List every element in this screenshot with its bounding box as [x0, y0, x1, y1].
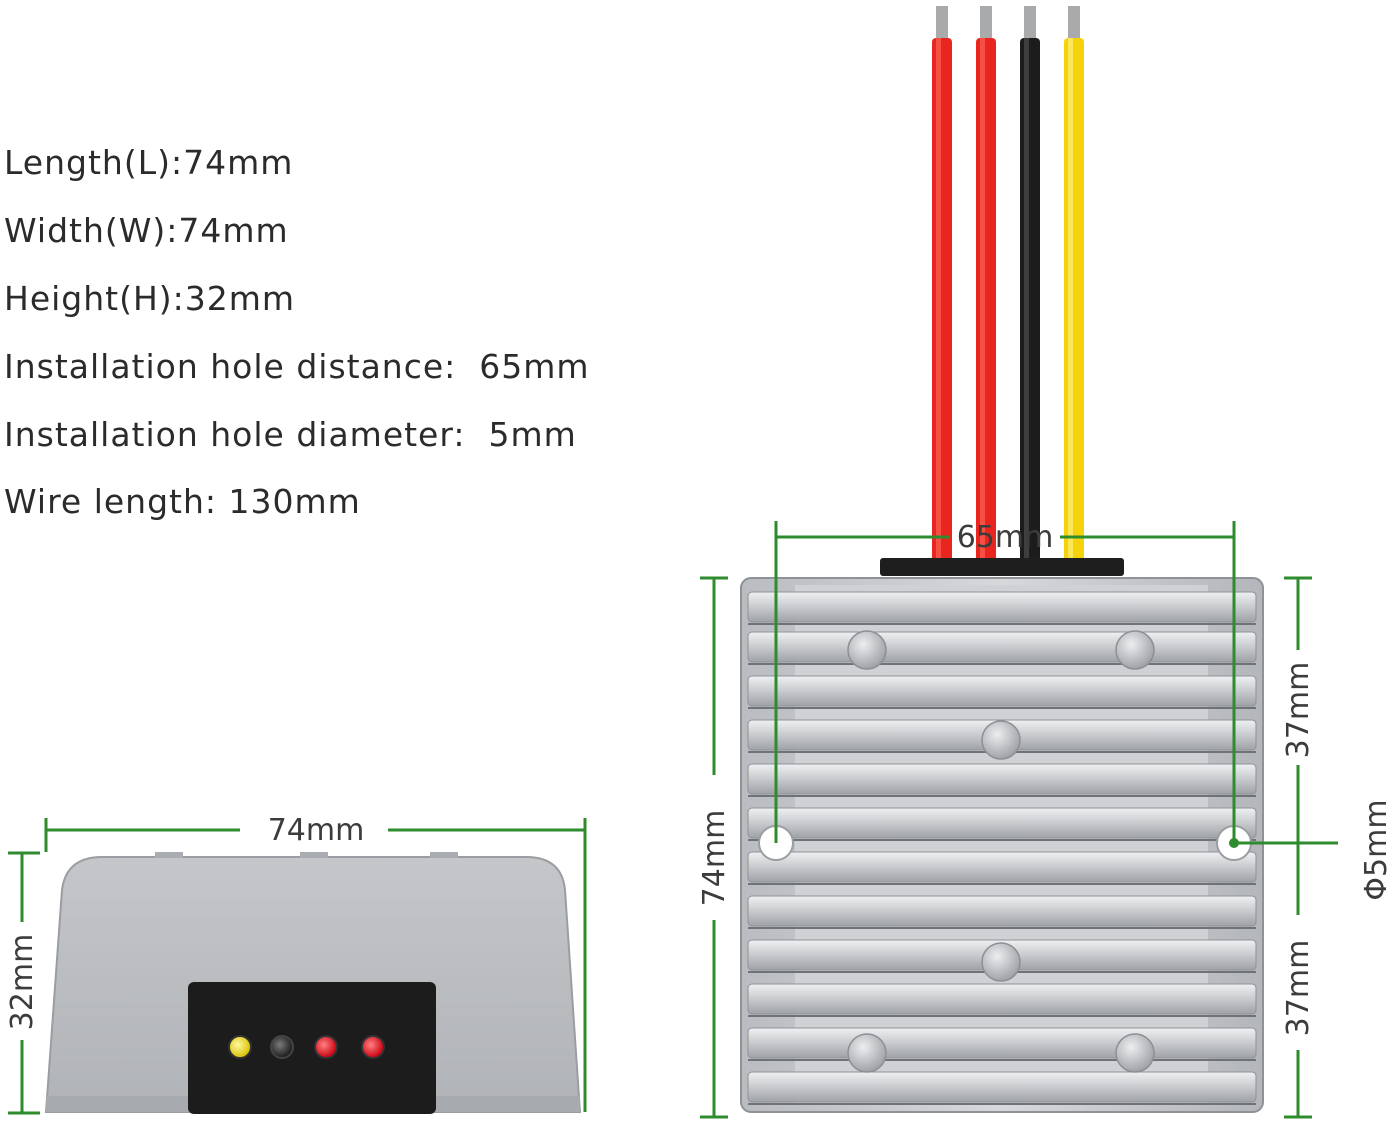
spec-wire-length: Wire length: 130mm — [4, 482, 361, 521]
spec-hole-diameter: Installation hole diameter: 5mm — [4, 415, 577, 454]
heatsink-fin — [747, 895, 1257, 927]
wire-end-red-2 — [361, 1035, 385, 1059]
heatsink-fin — [747, 807, 1257, 839]
spec-hole-distance: Installation hole distance: 65mm — [4, 347, 590, 386]
label-half-upper: 37mm — [1281, 662, 1316, 759]
screw — [981, 720, 1021, 760]
wire-end-yellow — [228, 1035, 252, 1059]
spec-width: Width(W):74mm — [4, 211, 289, 250]
label-side-width: 74mm — [268, 813, 365, 848]
wire-red-1 — [932, 6, 952, 563]
wire-end-black — [270, 1035, 294, 1059]
converter-side-view — [44, 852, 582, 1114]
wires — [932, 6, 1084, 563]
heatsink-fin — [747, 1071, 1257, 1103]
wire-grommet — [880, 558, 1124, 576]
label-length: 74mm — [697, 810, 732, 907]
connector-panel — [188, 982, 436, 1114]
dimension-lines — [700, 521, 1338, 1119]
wire-yellow — [1064, 6, 1084, 563]
heatsink-fin — [747, 983, 1257, 1015]
screw — [847, 630, 887, 670]
converter-top-view — [740, 577, 1264, 1113]
screw — [981, 942, 1021, 982]
heatsink-fin — [747, 1027, 1257, 1059]
label-hole-diameter: Φ5mm — [1359, 799, 1389, 900]
label-side-height: 32mm — [5, 934, 40, 1031]
side-dimension-lines — [8, 818, 587, 1115]
hole-center-marker — [1229, 838, 1239, 848]
wire-black — [1020, 6, 1040, 563]
screw — [1115, 630, 1155, 670]
wire-end-red-1 — [314, 1035, 338, 1059]
heatsink-fin — [747, 851, 1257, 883]
heatsink-fin — [747, 675, 1257, 707]
label-half-lower: 37mm — [1281, 940, 1316, 1037]
wire-red-2 — [976, 6, 996, 563]
heatsink-fin — [747, 591, 1257, 623]
heatsink-fin — [747, 763, 1257, 795]
screw — [1115, 1033, 1155, 1073]
heatsink-fin — [747, 631, 1257, 663]
spec-length: Length(L):74mm — [4, 143, 294, 182]
screw — [847, 1033, 887, 1073]
label-hole-distance: 65mm — [957, 520, 1054, 555]
spec-height: Height(H):32mm — [4, 279, 296, 318]
